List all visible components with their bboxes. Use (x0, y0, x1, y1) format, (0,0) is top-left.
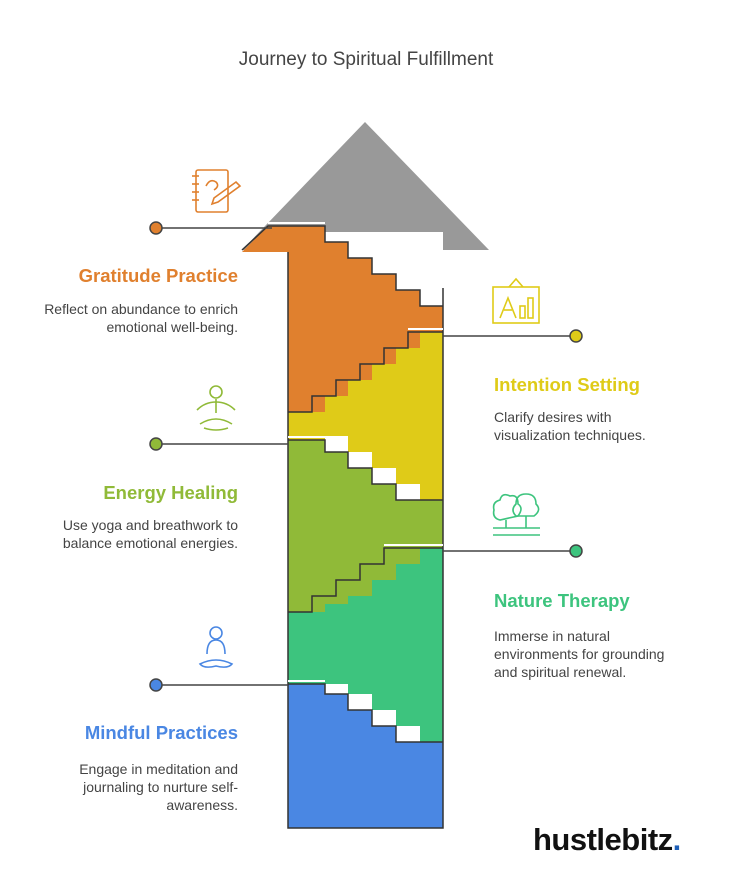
dot-intention (569, 329, 583, 343)
trees-icon (492, 493, 540, 536)
arrow-head (242, 122, 489, 250)
step-edges (241, 225, 444, 829)
step-highlights (268, 222, 443, 682)
step-desc-intention: Clarify desires with visualization techn… (494, 409, 646, 443)
notebook-pen-icon (192, 169, 242, 213)
dot-energy (149, 437, 163, 451)
connectors (156, 227, 576, 686)
band-intention (288, 332, 443, 500)
step-desc-gratitude: Reflect on abundance to enrich emotional… (44, 301, 238, 335)
brand-logo: hustlebitz. (533, 822, 681, 858)
page-title: Journey to Spiritual Fulfillment (238, 49, 494, 70)
band-energy (288, 440, 443, 612)
vision-board-icon (492, 277, 540, 324)
band-mindful (288, 684, 443, 828)
dot-nature (569, 544, 583, 558)
dot-mindful (149, 678, 163, 692)
step-title-intention: Intention Setting (494, 374, 640, 395)
step-title-gratitude: Gratitude Practice (78, 265, 238, 286)
step-title-nature: Nature Therapy (494, 590, 630, 611)
step-title-energy: Energy Healing (103, 482, 238, 503)
logo-text: hustlebitz (533, 822, 673, 857)
yoga-pose-icon (196, 385, 236, 431)
band-gratitude (242, 226, 443, 412)
band-nature (288, 548, 443, 742)
meditation-icon (198, 626, 234, 668)
step-desc-nature: Immerse in natural environments for grou… (494, 628, 665, 680)
step-title-mindful: Mindful Practices (84, 722, 238, 743)
step-desc-energy: Use yoga and breathwork to balance emoti… (62, 517, 238, 551)
dot-gratitude (149, 221, 163, 235)
step-desc-mindful: Engage in meditation and journaling to n… (79, 761, 238, 813)
logo-dot: . (672, 822, 682, 857)
